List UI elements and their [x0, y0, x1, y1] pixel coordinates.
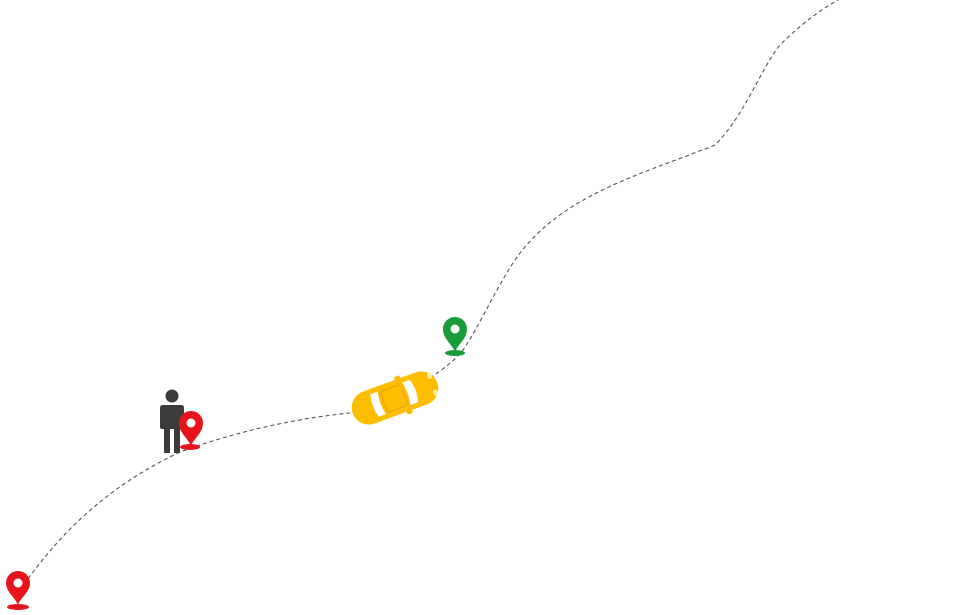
car-location-pin-icon: [443, 317, 467, 356]
start-pin-icon: [6, 571, 30, 610]
taxi-car-icon: [351, 371, 439, 425]
pickup-pin-icon: [179, 411, 203, 450]
person-icon: [160, 389, 184, 453]
route-path: [19, 0, 839, 591]
